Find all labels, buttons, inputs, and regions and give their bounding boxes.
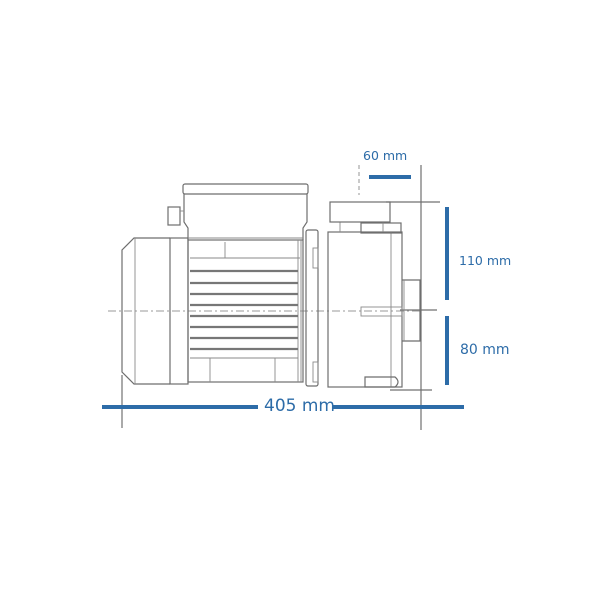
pump-flange: [305, 229, 319, 387]
terminal-box: [167, 183, 309, 240]
motor-end-cap: [121, 237, 170, 385]
inlet-height-label: 80 mm: [460, 342, 510, 358]
cooling-fins: [190, 269, 298, 351]
overall-length-label: 405 mm: [264, 396, 335, 416]
outlet-height-label: 110 mm: [459, 253, 512, 268]
outlet-offset-label: 60 mm: [363, 148, 408, 163]
motor-body: [187, 239, 304, 383]
pump-housing: [327, 201, 421, 388]
